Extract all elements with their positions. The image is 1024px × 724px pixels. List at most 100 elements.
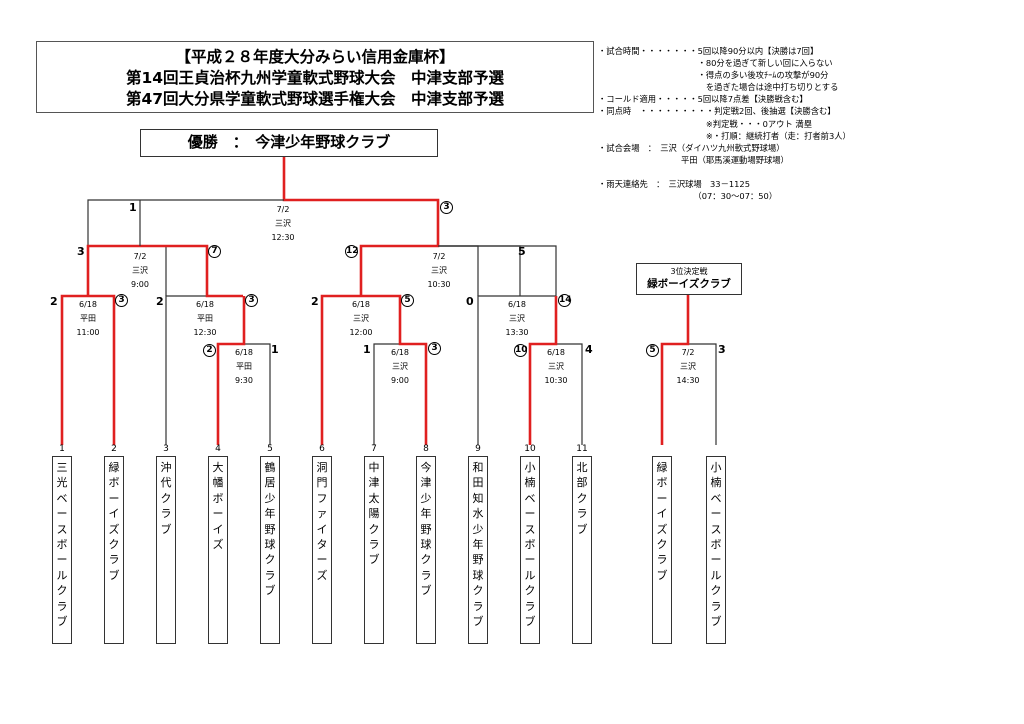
game-venue: 三沢 — [392, 362, 408, 371]
winning-score: 5 — [646, 344, 659, 357]
note-line: ・得点の多い後攻ﾁｰﾑの攻撃が90分 — [598, 70, 829, 81]
winning-score: 5 — [401, 294, 414, 307]
team-number: 8 — [423, 444, 429, 454]
champion-box: 優勝 ： 今津少年野球クラブ — [140, 129, 438, 157]
winning-score: 3 — [245, 294, 258, 307]
third-place-box: 3位決定戦 緑ボーイズクラブ — [636, 263, 742, 295]
losing-score: 2 — [50, 295, 58, 308]
team-number: 1 — [59, 444, 65, 454]
game-time: 11:00 — [76, 328, 100, 337]
note-line: ※・打順：継続打者（走：打者前3人） — [598, 130, 851, 141]
losing-score: 4 — [585, 343, 593, 356]
game-time: 14:30 — [676, 376, 700, 385]
team-name-box: 小楠ベースボールクラブ — [520, 456, 540, 644]
winning-score: 3 — [115, 294, 128, 307]
game-time: 12:30 — [271, 233, 295, 242]
team-number: 2 — [111, 444, 117, 454]
game-venue: 平田 — [197, 314, 213, 323]
game-date: 6/18 — [235, 348, 253, 357]
bracket-line-team5 — [244, 343, 271, 445]
note-line: を過ぎた場合は途中打ち切りとする — [598, 82, 839, 93]
bracket-line-sf1-up — [87, 199, 140, 246]
team-name-box: 緑ボーイズクラブ — [104, 456, 124, 644]
bracket-line-third-right — [688, 343, 717, 445]
winner-line-g7 — [528, 296, 558, 445]
title-line-3: 第47回大分県学童軟式野球選手権大会 中津支部予選 — [125, 90, 505, 108]
game-date: 7/2 — [681, 348, 695, 357]
game-time: 12:00 — [349, 328, 373, 337]
game-info: 7/2 三沢 9:00 — [110, 250, 170, 292]
team-name-box: 和田知水少年野球クラブ — [468, 456, 488, 644]
team-name-box: 三光ベースボールクラブ — [52, 456, 72, 644]
team-number: 11 — [576, 444, 588, 454]
game-time: 10:30 — [427, 280, 451, 289]
winner-line-sf1-left — [86, 244, 243, 298]
winner-line-g2 — [216, 296, 246, 445]
winning-score: 2 — [203, 344, 216, 357]
losing-score: 1 — [271, 343, 279, 356]
game-date: 6/18 — [391, 348, 409, 357]
team-number: 9 — [475, 444, 481, 454]
game-time: 10:30 — [544, 376, 568, 385]
game-venue: 平田 — [236, 362, 252, 371]
note-line: ・コールド適用・・・・・5回以降7点差【決勝戦含む】 — [598, 94, 808, 105]
team-number: 7 — [371, 444, 377, 454]
game-date: 6/18 — [352, 300, 370, 309]
bracket-line-g3-up — [165, 245, 207, 296]
team-name-box: 中津太陽クラブ — [364, 456, 384, 644]
losing-score: 5 — [518, 245, 526, 258]
team-name-box: 今津少年野球クラブ — [416, 456, 436, 644]
game-date: 6/18 — [547, 348, 565, 357]
note-line: ・試合時間・・・・・・・5回以降90分以内【決勝は7回】 — [598, 46, 819, 56]
bracket-line-sf2-right-leg — [438, 245, 521, 296]
team-name-box: 沖代クラブ — [156, 456, 176, 644]
third-place-team-box: 小楠ベースボールクラブ — [706, 456, 726, 644]
winner-line-g4-g5 — [320, 294, 428, 445]
team-number: 4 — [215, 444, 221, 454]
losing-score: 1 — [363, 343, 371, 356]
team-name-box: 大幡ボーイズ — [208, 456, 228, 644]
note-line: ※判定戦・・・0アウト 満塁 — [598, 118, 812, 129]
game-info: 6/18 三沢 12:00 — [331, 298, 391, 340]
losing-score: 2 — [156, 295, 164, 308]
losing-score: 0 — [466, 295, 474, 308]
game-time: 9:30 — [235, 376, 253, 385]
winning-score: 10 — [514, 344, 528, 357]
title-line-2: 第14回王貞治杯九州学童軟式野球大会 中津支部予選 — [125, 69, 505, 87]
note-line: 平田（耶馬溪運動場野球場） — [598, 154, 789, 165]
team-number: 3 — [163, 444, 169, 454]
winning-score: 12 — [345, 245, 359, 258]
note-line: ・80分を過ぎて新しい回に入らない — [598, 58, 833, 69]
tournament-title-box: 【平成２８年度大分みらい信用金庫杯】 第14回王貞治杯九州学童軟式野球大会 中津… — [36, 41, 594, 113]
third-place-team-box: 緑ボーイズクラブ — [652, 456, 672, 644]
game-time: 9:00 — [131, 280, 149, 289]
note-line: ・試合会場 ： 三沢（ダイハツ九州軟式野球場） — [598, 142, 785, 153]
game-date: 6/18 — [79, 300, 97, 309]
team-name-box: 鶴居少年野球クラブ — [260, 456, 280, 644]
team-number: 6 — [319, 444, 325, 454]
team-number: 5 — [267, 444, 273, 454]
game-date: 6/18 — [196, 300, 214, 309]
winner-line-final — [282, 157, 440, 296]
winning-score: 3 — [428, 342, 441, 355]
game-time: 13:30 — [505, 328, 529, 337]
game-info: 6/18 平田 9:30 — [214, 346, 274, 388]
note-line: （07：30～07：50） — [598, 191, 778, 202]
game-venue: 三沢 — [548, 362, 564, 371]
game-venue: 三沢 — [353, 314, 369, 323]
game-venue: 平田 — [80, 314, 96, 323]
note-line: ・雨天連絡先 ： 三沢球場 33－1125 — [598, 179, 750, 190]
losing-score: 1 — [129, 201, 137, 214]
game-time: 12:30 — [193, 328, 217, 337]
losing-score: 3 — [77, 245, 85, 258]
game-date: 6/18 — [508, 300, 526, 309]
game-date: 7/2 — [133, 252, 147, 261]
game-date: 7/2 — [276, 205, 290, 214]
losing-score: 2 — [311, 295, 319, 308]
losing-score: 3 — [718, 343, 726, 356]
game-venue: 三沢 — [132, 266, 148, 275]
